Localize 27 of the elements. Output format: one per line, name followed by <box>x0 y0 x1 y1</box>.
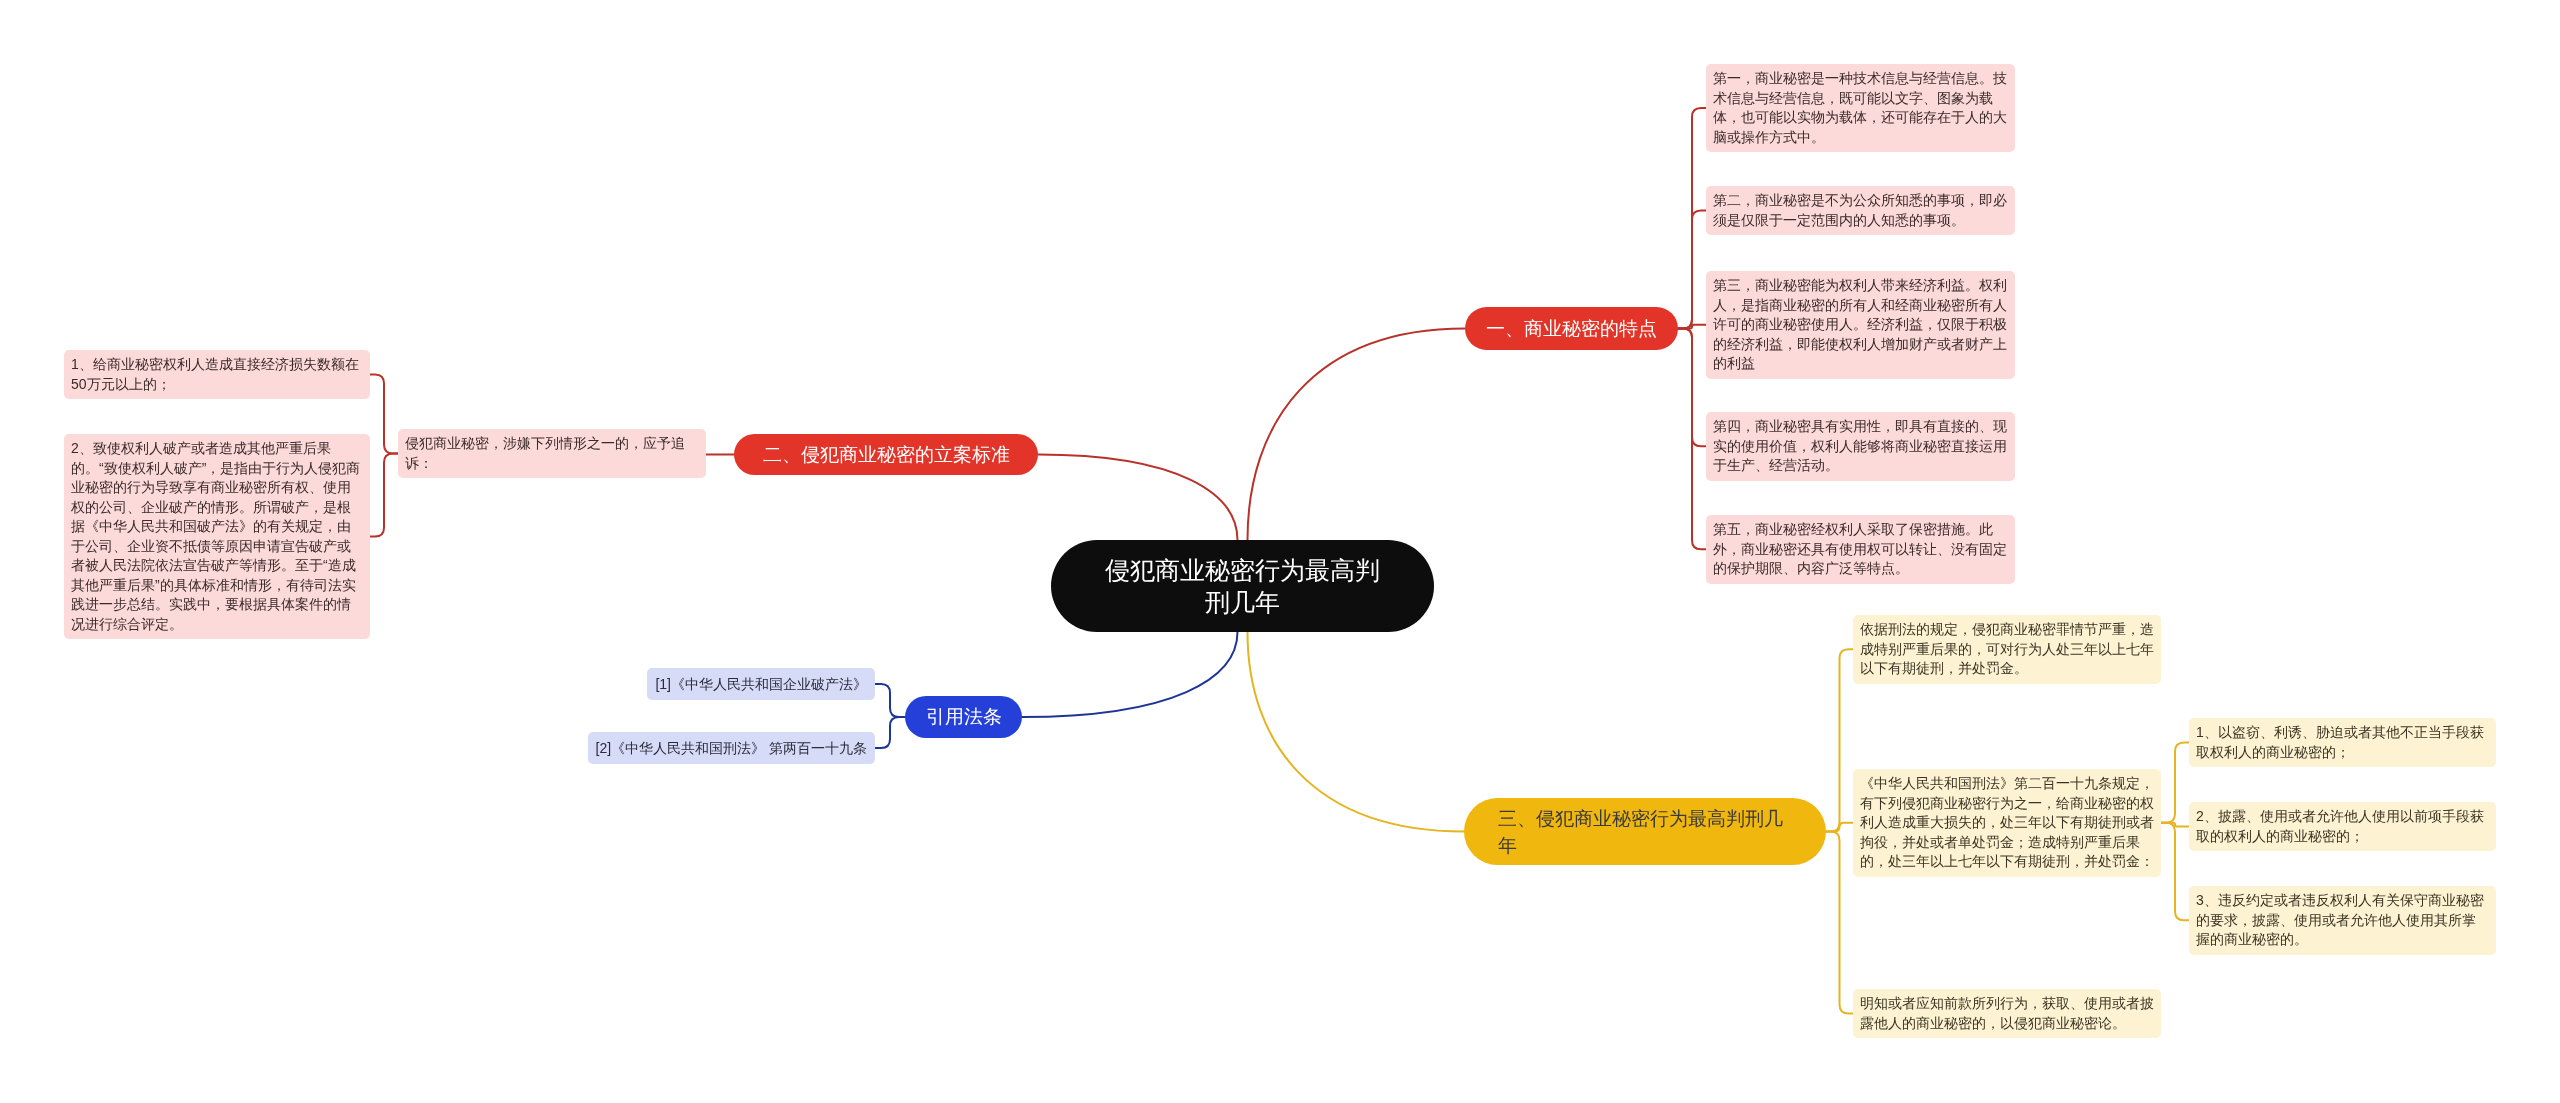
subtopic-box: 侵犯商业秘密，涉嫌下列情形之一的，应予追诉： <box>398 429 706 478</box>
subtopic-box: 第四，商业秘密具有实用性，即具有直接的、现实的使用价值，权利人能够将商业秘密直接运用于生产、经营活动。 <box>1706 412 2015 481</box>
subtopic-box: 第一，商业秘密是一种技术信息与经营信息。技术信息与经营信息，既可能以文字、图象为载体，也可能以实物为载体，还可能存在于人的大脑或操作方式中。 <box>1706 64 2015 152</box>
subtopic-box: 2、致使权利人破产或者造成其他严重后果的。“致使权利人破产”，是指由于行为人侵犯商业秘密的行为导致享有商业秘密所有权、使用权的公司、企业破产的情形。所谓破产，是根据《中华人民共和国破产法》的有关规定，由于公司、企业资不抵债等原因申请宣告破产或者被人民法院依法宣告破产等情形。至于“造成其他严重后果”的具体标准和情形，有待司法实践进一步总结。实践中，要根据具体案件的情况进行综合评定。 <box>64 434 370 639</box>
branch-topic: 引用法条 <box>905 696 1022 738</box>
subtopic-box: 《中华人民共和国刑法》第二百一十九条规定，有下列侵犯商业秘密行为之一，给商业秘密的权利人造成重大损失的，处三年以下有期徒刑或者拘役，并处或者单处罚金；造成特别严重后果的，处三年以上七年以下有期徒刑，并处罚金： <box>1853 769 2161 877</box>
subtopic-box: 1、给商业秘密权利人造成直接经济损失数额在50万元以上的； <box>64 350 370 399</box>
branch-topic: 三、侵犯商业秘密行为最高判刑几年 <box>1464 798 1826 865</box>
connector-line <box>705 453 735 456</box>
connector-line <box>874 716 906 749</box>
subtopic-box: 第二，商业秘密是不为公众所知悉的事项，即必须是仅限于一定范围内的人知悉的事项。 <box>1706 186 2015 235</box>
connector-line <box>1037 453 1239 541</box>
subtopic-box: 1、以盗窃、利诱、胁迫或者其他不正当手段获取权利人的商业秘密的； <box>2189 718 2496 767</box>
citation-box: [2]《中华人民共和国刑法》 第两百一十九条 <box>587 732 875 764</box>
subtopic-box: 依据刑法的规定，侵犯商业秘密罪情节严重，造成特别严重后果的，可对行为人处三年以上七年以下有期徒刑，并处罚金。 <box>1853 615 2161 684</box>
connector-line <box>1246 327 1466 541</box>
connector-line <box>1246 631 1465 833</box>
connector-line <box>1021 631 1239 718</box>
branch-topic: 二、侵犯商业秘密的立案标准 <box>734 434 1038 475</box>
subtopic-box: 明知或者应知前款所列行为，获取、使用或者披露他人的商业秘密的，以侵犯商业秘密论。 <box>1853 989 2161 1038</box>
citation-box: [1]《中华人民共和国企业破产法》 <box>647 668 875 700</box>
subtopic-box: 第三，商业秘密能为权利人带来经济利益。权利人，是指商业秘密的所有人和经商业秘密所有人许可的商业秘密使用人。经济利益，仅限于积极的经济利益，即能使权利人增加财产或者财产上的利益 <box>1706 271 2015 379</box>
subtopic-box: 第五，商业秘密经权利人采取了保密措施。此外，商业秘密还具有使用权可以转让、没有固定的保护期限、内容广泛等特点。 <box>1706 515 2015 584</box>
central-topic: 侵犯商业秘密行为最高判刑几年 <box>1051 540 1434 632</box>
subtopic-box: 3、违反约定或者违反权利人有关保守商业秘密的要求，披露、使用或者允许他人使用其所掌握的商业秘密的。 <box>2189 886 2496 955</box>
branch-topic: 一、商业秘密的特点 <box>1465 307 1678 350</box>
subtopic-box: 2、披露、使用或者允许他人使用以前项手段获取的权利人的商业秘密的； <box>2189 802 2496 851</box>
